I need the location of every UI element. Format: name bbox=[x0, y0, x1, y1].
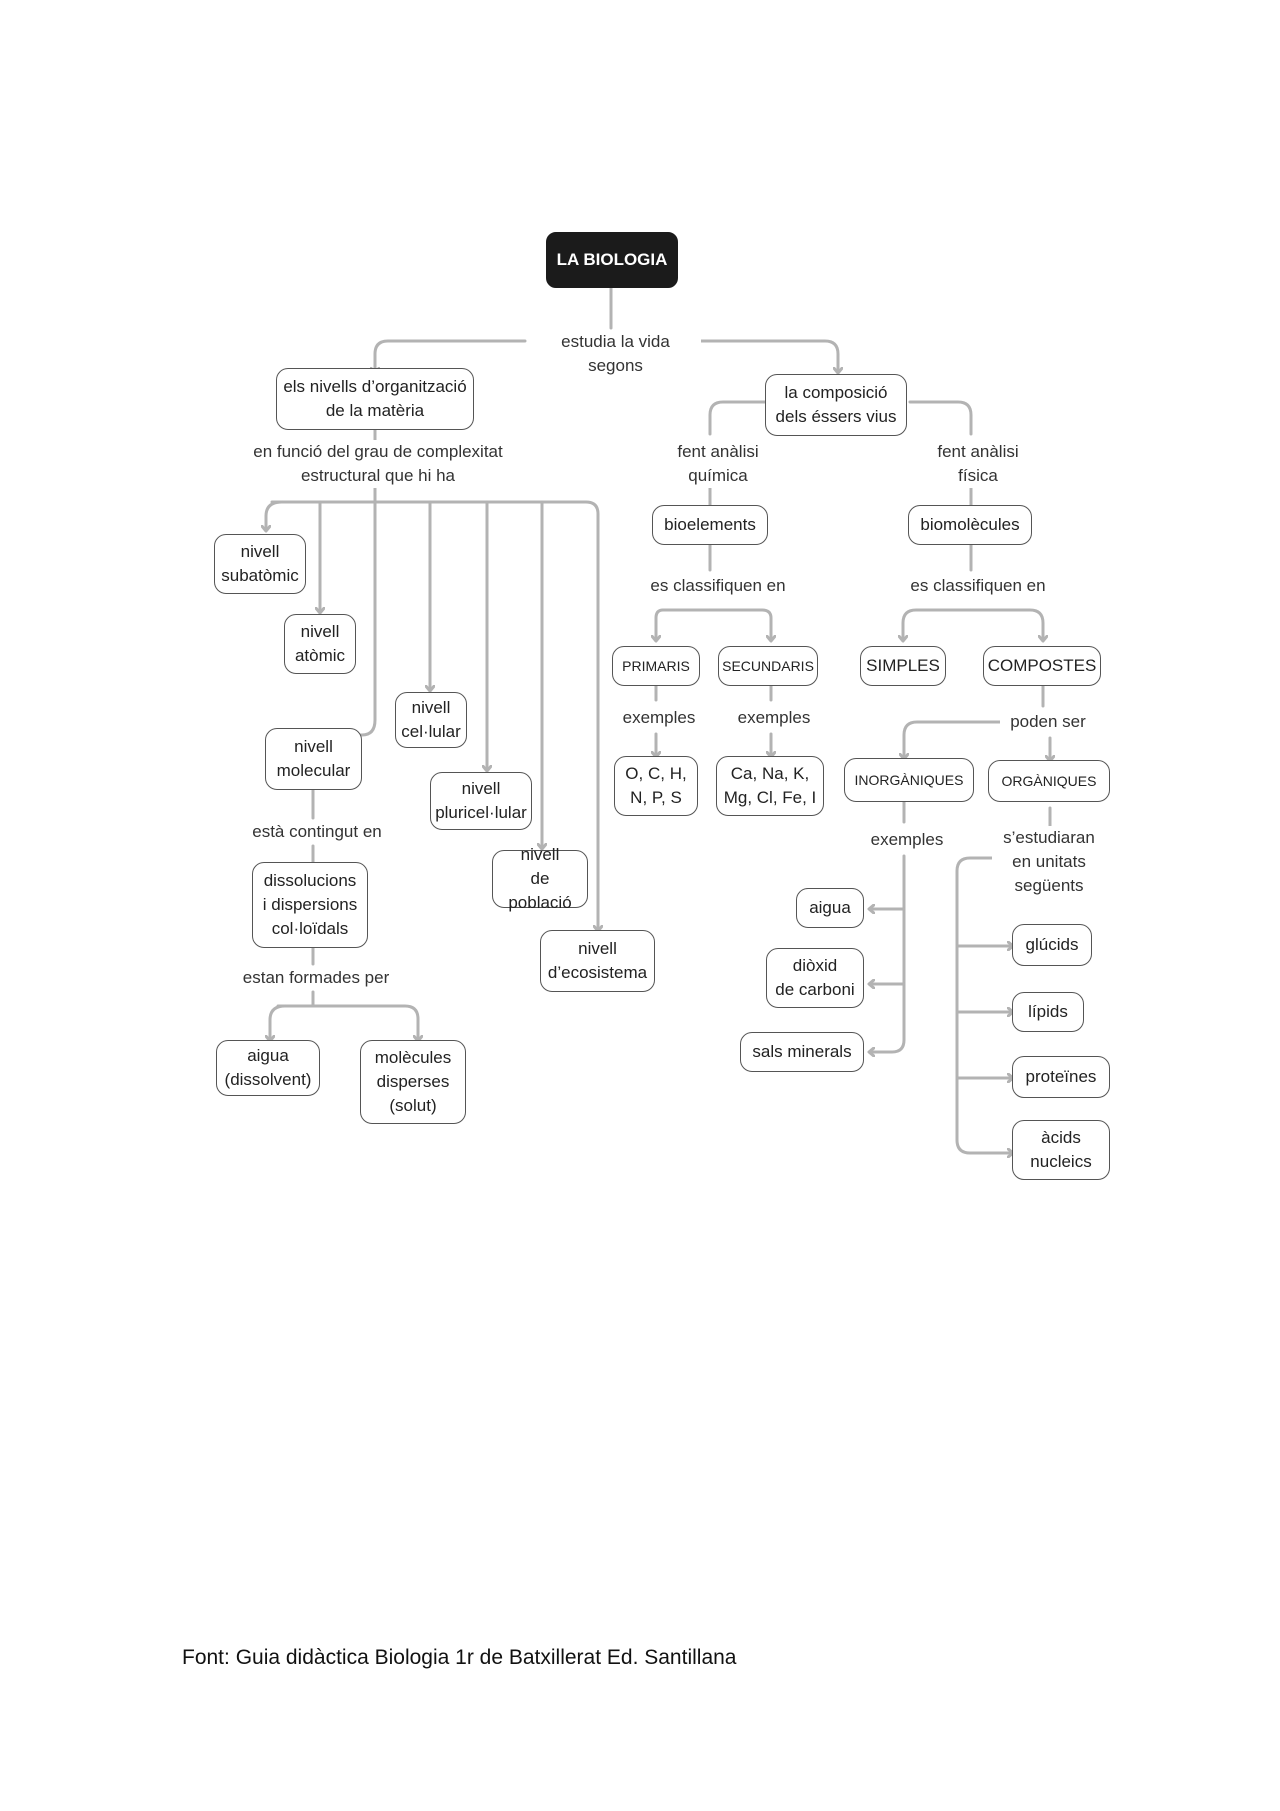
node-cellular: nivell cel·lular bbox=[395, 692, 467, 748]
node-aigua: aigua bbox=[796, 888, 864, 928]
label-exemples-1: exemples bbox=[616, 706, 702, 730]
node-aigua-dissolvent: aigua (dissolvent) bbox=[216, 1040, 320, 1096]
node-compostes: COMPOSTES bbox=[983, 646, 1101, 686]
label-exemples-2: exemples bbox=[731, 706, 817, 730]
node-pluricellular: nivell pluricel·lular bbox=[430, 772, 532, 830]
node-secundaris: SECUNDARIS bbox=[718, 646, 818, 686]
root-node: LA BIOLOGIA bbox=[546, 232, 678, 288]
label-fent-fisica: fent anàlisi física bbox=[920, 440, 1036, 488]
node-simples: SIMPLES bbox=[860, 646, 946, 686]
node-secundaris-exemples: Ca, Na, K, Mg, Cl, Fe, I bbox=[716, 756, 824, 816]
label-esta-contingut: està contingut en bbox=[244, 820, 390, 844]
source-footer: Font: Guia didàctica Biologia 1r de Batx… bbox=[182, 1646, 737, 1669]
node-proteines: proteïnes bbox=[1012, 1056, 1110, 1098]
node-lipids: lípids bbox=[1012, 992, 1084, 1032]
node-molecules-disperses: molècules disperses (solut) bbox=[360, 1040, 466, 1124]
node-subatomic: nivell subatòmic bbox=[214, 534, 306, 594]
node-atomic: nivell atòmic bbox=[284, 614, 356, 674]
node-inorganiques: INORGÀNIQUES bbox=[844, 758, 974, 802]
label-exemples-3: exemples bbox=[862, 828, 952, 852]
node-biomolecules: biomolècules bbox=[908, 505, 1032, 545]
node-organiques: ORGÀNIQUES bbox=[988, 760, 1110, 802]
label-estan-formades: estan formades per bbox=[236, 966, 396, 990]
label-fent-quimica: fent anàlisi química bbox=[660, 440, 776, 488]
node-molecular: nivell molecular bbox=[265, 728, 362, 790]
node-bioelements: bioelements bbox=[652, 505, 768, 545]
label-classifiquen-1: es classifiquen en bbox=[640, 574, 796, 598]
label-classifiquen-2: es classifiquen en bbox=[900, 574, 1056, 598]
node-poblacio: nivell de població bbox=[492, 845, 588, 912]
node-composicio: la composició dels éssers vius bbox=[765, 374, 907, 436]
node-sals-minerals: sals minerals bbox=[740, 1032, 864, 1072]
label-poden-ser: poden ser bbox=[1000, 710, 1096, 734]
node-acids-nucleics: àcids nucleics bbox=[1012, 1120, 1110, 1180]
node-nivells: els nivells d’organització de la matèria bbox=[276, 368, 474, 430]
node-dissolucions: dissolucions i dispersions col·loïdals bbox=[252, 862, 368, 948]
node-primaris-exemples: O, C, H, N, P, S bbox=[614, 756, 698, 816]
label-estudia: estudia la vida segons bbox=[530, 330, 701, 378]
label-estudiaran: s’estudiaran en unitats següents bbox=[992, 826, 1106, 898]
node-glucids: glúcids bbox=[1012, 924, 1092, 966]
node-dioxid: diòxid de carboni bbox=[766, 948, 864, 1008]
label-en-funcio: en funció del grau de complexitat estruc… bbox=[250, 440, 506, 488]
node-ecosistema: nivell d’ecosistema bbox=[540, 930, 655, 992]
node-primaris: PRIMARIS bbox=[612, 646, 700, 686]
